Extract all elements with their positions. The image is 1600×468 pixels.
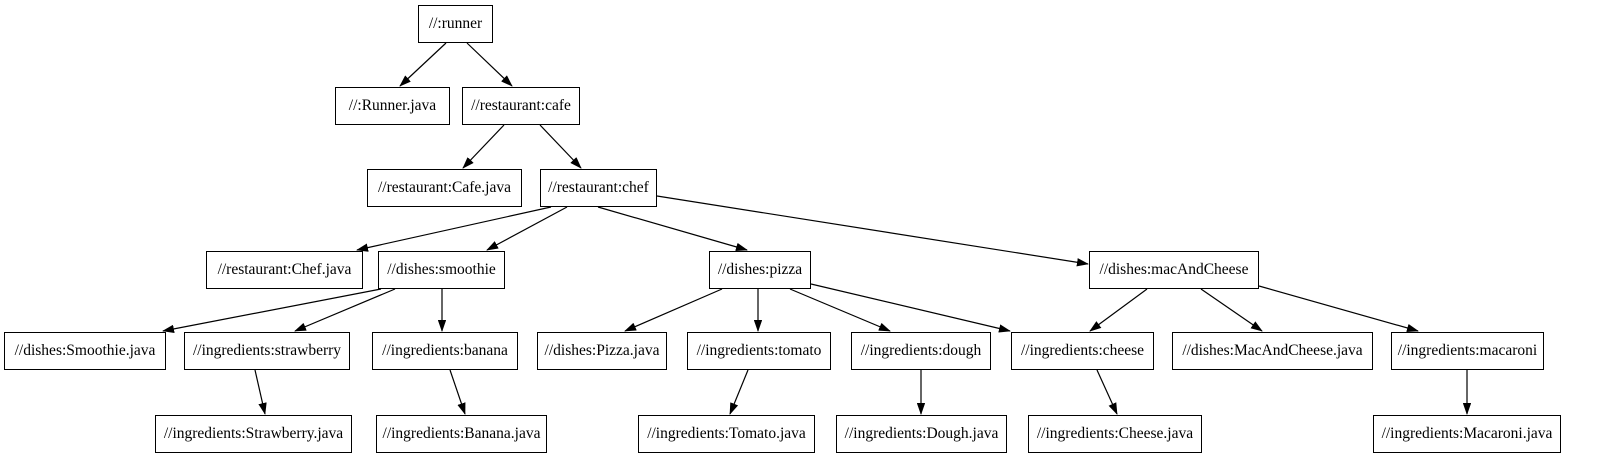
graph-node-pizza[interactable]: //dishes:pizza xyxy=(709,251,811,289)
graph-node-label: //restaurant:Chef.java xyxy=(217,261,352,279)
graph-node-label: //ingredients:macaroni xyxy=(1397,342,1538,360)
graph-node-runner[interactable]: //:runner xyxy=(418,5,493,43)
graph-node-label: //ingredients:tomato xyxy=(696,342,822,360)
graph-node-label: //restaurant:Cafe.java xyxy=(378,179,511,197)
graph-node-cafe[interactable]: //restaurant:cafe xyxy=(462,87,580,125)
graph-node-macandcheese[interactable]: //dishes:macAndCheese xyxy=(1089,251,1259,289)
graph-node-dough_java[interactable]: //ingredients:Dough.java xyxy=(836,415,1007,453)
graph-node-strawberry_java[interactable]: //ingredients:Strawberry.java xyxy=(155,415,352,453)
graph-node-label: //ingredients:Tomato.java xyxy=(647,425,806,443)
graph-node-label: //ingredients:dough xyxy=(860,342,982,360)
graph-node-banana[interactable]: //ingredients:banana xyxy=(372,332,518,370)
graph-node-tomato_java[interactable]: //ingredients:Tomato.java xyxy=(638,415,815,453)
graph-node-banana_java[interactable]: //ingredients:Banana.java xyxy=(376,415,547,453)
graph-node-tomato[interactable]: //ingredients:tomato xyxy=(687,332,831,370)
graph-node-smoothie_java[interactable]: //dishes:Smoothie.java xyxy=(4,332,166,370)
graph-node-label: //ingredients:Macaroni.java xyxy=(1381,425,1553,443)
graph-node-label: //ingredients:Dough.java xyxy=(844,425,999,443)
graph-node-cafe_java[interactable]: //restaurant:Cafe.java xyxy=(367,169,522,207)
graph-node-label: //:runner xyxy=(428,15,483,33)
graph-node-pizza_java[interactable]: //dishes:Pizza.java xyxy=(537,332,667,370)
graph-node-label: //:Runner.java xyxy=(348,97,437,115)
graph-node-macaroni[interactable]: //ingredients:macaroni xyxy=(1391,332,1544,370)
graph-node-label: //restaurant:cafe xyxy=(471,97,571,115)
graph-node-label: //ingredients:strawberry xyxy=(192,342,342,360)
graph-node-label: //ingredients:Cheese.java xyxy=(1036,425,1194,443)
graph-node-label: //dishes:MacAndCheese.java xyxy=(1182,342,1363,360)
graph-node-label: //ingredients:banana xyxy=(382,342,508,360)
graph-node-macandcheese_java[interactable]: //dishes:MacAndCheese.java xyxy=(1172,332,1373,370)
graph-node-cheese[interactable]: //ingredients:cheese xyxy=(1011,332,1154,370)
graph-node-macaroni_java[interactable]: //ingredients:Macaroni.java xyxy=(1373,415,1561,453)
graph-node-smoothie[interactable]: //dishes:smoothie xyxy=(378,251,505,289)
graph-node-dough[interactable]: //ingredients:dough xyxy=(851,332,991,370)
graph-node-label: //ingredients:Banana.java xyxy=(382,425,541,443)
graph-node-label: //dishes:pizza xyxy=(717,261,803,279)
graph-node-label: //dishes:smoothie xyxy=(387,261,496,279)
graph-node-strawberry[interactable]: //ingredients:strawberry xyxy=(184,332,350,370)
graph-node-chef[interactable]: //restaurant:chef xyxy=(540,169,657,207)
graph-node-label: //ingredients:Strawberry.java xyxy=(163,425,344,443)
graph-node-label: //dishes:macAndCheese xyxy=(1099,261,1249,279)
graph-node-label: //ingredients:cheese xyxy=(1020,342,1145,360)
graph-node-runner_java[interactable]: //:Runner.java xyxy=(335,87,450,125)
graph-node-chef_java[interactable]: //restaurant:Chef.java xyxy=(206,251,363,289)
graph-node-label: //restaurant:chef xyxy=(548,179,649,197)
graph-node-label: //dishes:Pizza.java xyxy=(544,342,660,360)
graph-node-label: //dishes:Smoothie.java xyxy=(14,342,156,360)
graph-node-cheese_java[interactable]: //ingredients:Cheese.java xyxy=(1028,415,1202,453)
